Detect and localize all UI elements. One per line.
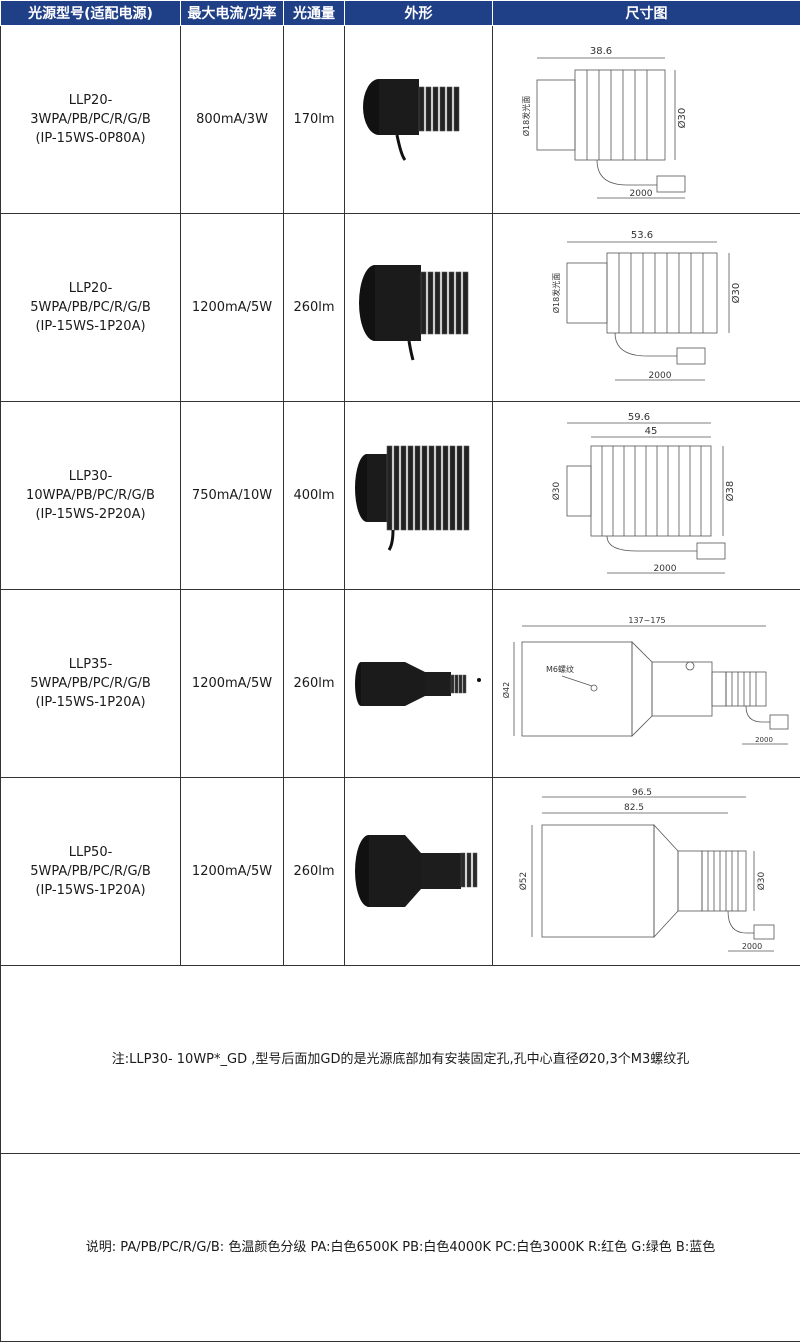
- header-dims: 尺寸图: [493, 1, 800, 26]
- model-cell: LLP30- 10WPA/PB/PC/R/G/B (IP-15WS-2P20A): [1, 402, 181, 590]
- header-current: 最大电流/功率: [181, 1, 284, 26]
- dim-diameter: Ø38: [724, 480, 736, 501]
- dim-length: 53.6: [630, 230, 652, 241]
- dims-cell: 53.6 Ø30 Ø18发光面 2000: [493, 214, 800, 402]
- dims-cell: 59.6 45 Ø38 Ø30 2000: [493, 402, 800, 590]
- flux-cell: 260lm: [284, 590, 345, 778]
- model-line: (IP-15WS-1P20A): [1, 693, 180, 712]
- model-line: 5WPA/PB/PC/R/G/B: [1, 298, 180, 317]
- product-photo: [349, 65, 489, 175]
- dims-cell: 38.6 Ø30 Ø18发光面 2000: [493, 26, 800, 214]
- table-row: LLP20- 3WPA/PB/PC/R/G/B (IP-15WS-0P80A) …: [1, 26, 800, 214]
- model-line: (IP-15WS-1P20A): [1, 317, 180, 336]
- model-line: (IP-15WS-0P80A): [1, 129, 180, 148]
- model-line: LLP20-: [1, 279, 180, 298]
- dim-cable: 2000: [653, 564, 676, 574]
- model-line: 10WPA/PB/PC/R/G/B: [1, 486, 180, 505]
- dim-length: 38.6: [589, 46, 611, 57]
- model-line: 3WPA/PB/PC/R/G/B: [1, 110, 180, 129]
- current-cell: 750mA/10W: [181, 402, 284, 590]
- dim-screw: M6螺纹: [546, 664, 574, 674]
- model-line: (IP-15WS-1P20A): [1, 881, 180, 900]
- model-cell: LLP35- 5WPA/PB/PC/R/G/B (IP-15WS-1P20A): [1, 590, 181, 778]
- header-shape: 外形: [345, 1, 493, 26]
- dim-window: Ø18发光面: [551, 272, 561, 312]
- dim-length2: 45: [644, 426, 657, 437]
- shape-cell: [345, 590, 493, 778]
- dims-cell: 96.5 82.5 Ø52 Ø30 2000: [493, 778, 800, 966]
- dim-cable: 2000: [629, 189, 652, 199]
- model-line: LLP30-: [1, 467, 180, 486]
- note-text: 注:LLP30- 10WP*_GD ,型号后面加GD的是光源底部加有安装固定孔,…: [1, 966, 800, 1154]
- flux-cell: 170lm: [284, 26, 345, 214]
- dim-diameter: Ø30: [730, 282, 742, 303]
- dim-diameter: Ø30: [676, 107, 688, 128]
- table-row: LLP30- 10WPA/PB/PC/R/G/B (IP-15WS-2P20A)…: [1, 402, 800, 590]
- dim-cable: 2000: [755, 736, 773, 744]
- current-cell: 1200mA/5W: [181, 590, 284, 778]
- dimension-drawing: 59.6 45 Ø38 Ø30 2000: [507, 411, 787, 581]
- model-line: 5WPA/PB/PC/R/G/B: [1, 862, 180, 881]
- current-cell: 1200mA/5W: [181, 214, 284, 402]
- product-photo: [349, 436, 489, 556]
- model-cell: LLP20- 3WPA/PB/PC/R/G/B (IP-15WS-0P80A): [1, 26, 181, 214]
- note-row: 注:LLP30- 10WP*_GD ,型号后面加GD的是光源底部加有安装固定孔,…: [1, 966, 800, 1154]
- product-photo: [349, 248, 489, 368]
- product-photo: [349, 817, 489, 927]
- dims-cell: 137~175 Ø42 M6螺纹 2000: [493, 590, 800, 778]
- dim-diameter2: Ø30: [756, 871, 767, 890]
- header-model: 光源型号(适配电源): [1, 1, 181, 26]
- model-cell: LLP20- 5WPA/PB/PC/R/G/B (IP-15WS-1P20A): [1, 214, 181, 402]
- shape-cell: [345, 778, 493, 966]
- dim-window: Ø30: [551, 481, 562, 500]
- flux-cell: 260lm: [284, 214, 345, 402]
- shape-cell: [345, 214, 493, 402]
- shape-cell: [345, 402, 493, 590]
- header-row: 光源型号(适配电源) 最大电流/功率 光通量 外形 尺寸图: [1, 1, 800, 26]
- dim-window: Ø18发光面: [521, 95, 531, 135]
- dimension-drawing: 38.6 Ø30 Ø18发光面 2000: [507, 40, 787, 200]
- current-cell: 1200mA/5W: [181, 778, 284, 966]
- shape-cell: [345, 26, 493, 214]
- header-flux: 光通量: [284, 1, 345, 26]
- legend-text: 说明: PA/PB/PC/R/G/B: 色温颜色分级 PA:白色6500K PB…: [1, 1154, 800, 1342]
- model-cell: LLP50- 5WPA/PB/PC/R/G/B (IP-15WS-1P20A): [1, 778, 181, 966]
- dim-diameter: Ø42: [502, 681, 511, 697]
- model-line: LLP20-: [1, 91, 180, 110]
- model-line: LLP35-: [1, 655, 180, 674]
- model-line: LLP50-: [1, 843, 180, 862]
- current-cell: 800mA/3W: [181, 26, 284, 214]
- dimension-drawing: 53.6 Ø30 Ø18发光面 2000: [507, 228, 787, 388]
- table-row: LLP50- 5WPA/PB/PC/R/G/B (IP-15WS-1P20A) …: [1, 778, 800, 966]
- model-line: 5WPA/PB/PC/R/G/B: [1, 674, 180, 693]
- dim-diameter: Ø52: [518, 871, 529, 890]
- dim-cable: 2000: [648, 371, 671, 381]
- table-row: LLP20- 5WPA/PB/PC/R/G/B (IP-15WS-1P20A) …: [1, 214, 800, 402]
- flux-cell: 260lm: [284, 778, 345, 966]
- product-photo: [349, 644, 489, 724]
- dim-length: 137~175: [628, 616, 665, 625]
- flux-cell: 400lm: [284, 402, 345, 590]
- dim-length: 59.6: [627, 412, 649, 423]
- dimension-drawing: 137~175 Ø42 M6螺纹 2000: [502, 614, 792, 754]
- table-row: LLP35- 5WPA/PB/PC/R/G/B (IP-15WS-1P20A) …: [1, 590, 800, 778]
- dimension-drawing: 96.5 82.5 Ø52 Ø30 2000: [502, 787, 792, 957]
- model-line: (IP-15WS-2P20A): [1, 505, 180, 524]
- dim-length2: 82.5: [623, 803, 643, 813]
- dim-cable: 2000: [741, 942, 761, 951]
- note-row: 说明: PA/PB/PC/R/G/B: 色温颜色分级 PA:白色6500K PB…: [1, 1154, 800, 1342]
- dim-length: 96.5: [631, 788, 651, 798]
